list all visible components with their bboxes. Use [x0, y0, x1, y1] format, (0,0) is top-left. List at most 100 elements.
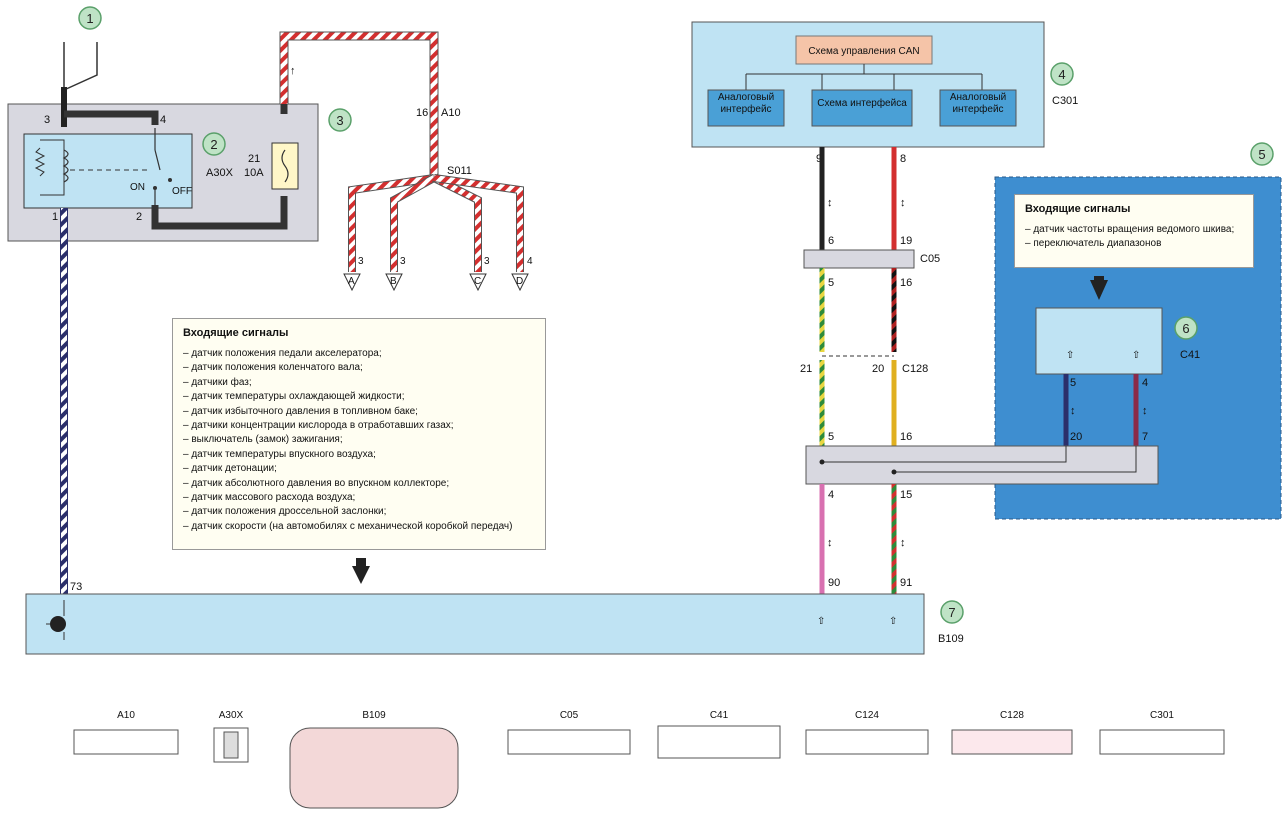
- splice-connector: A10: [441, 107, 461, 119]
- arrow-updown-left-2: ↕: [827, 537, 833, 549]
- junction-pin-15: 15: [900, 489, 912, 501]
- arrow-updown-left-1: ↕: [827, 197, 833, 209]
- c05-pin-6: 6: [828, 235, 834, 247]
- c05-pin-16: 16: [900, 277, 912, 289]
- signal-item: – датчик температуры охлаждающей жидкост…: [183, 391, 405, 403]
- tcm-pin-5: 5: [1070, 377, 1076, 389]
- branch-c: C: [474, 276, 481, 287]
- svg-text:3: 3: [336, 113, 343, 128]
- relay-a30x: 3 4 1 2 ON OFF A30X: [7, 42, 319, 242]
- callout-2: 2: [202, 132, 226, 156]
- c05-pin-5: 5: [828, 277, 834, 289]
- branch-c-pin: 3: [484, 256, 490, 267]
- connector-c05: [803, 249, 915, 269]
- ecu-sensor-icon-2: ⇧: [889, 616, 897, 627]
- splice-connector-pin: 16: [416, 107, 428, 119]
- signal-item: – датчик избыточного давления в топливно…: [183, 405, 418, 417]
- relay-pin-1: 1: [52, 211, 58, 223]
- junction-pin-16: 16: [900, 431, 912, 443]
- fuse: 21 10A: [244, 142, 299, 190]
- can-center-label: Схема интерфейса: [817, 98, 907, 109]
- signal-item: – датчик детонации;: [183, 463, 277, 475]
- relay-name: A30X: [206, 167, 234, 179]
- tcm-sensor-icon-right: ⇧: [1132, 350, 1140, 361]
- c05-name: C05: [920, 253, 940, 265]
- arrow-updown-tcm-2: ↕: [1142, 405, 1148, 417]
- branch-b: B: [390, 276, 397, 287]
- callout-3: 3: [328, 108, 352, 132]
- junction-pin-20: 20: [1070, 431, 1082, 443]
- ecu-name: B109: [938, 633, 964, 645]
- branch-d-pin: 4: [527, 256, 533, 267]
- arrow-up-glyph: ↑: [290, 65, 296, 77]
- branch-a-pin: 3: [358, 256, 364, 267]
- can-module-c301: Схема управления CAN Аналоговый интерфей…: [691, 21, 1078, 165]
- tcm-signals-title: Входящие сигналы: [1025, 203, 1131, 215]
- arrow-down-icon: [1090, 280, 1108, 300]
- can-control-label: Схема управления CAN: [808, 46, 919, 57]
- arrow-updown-right-1: ↕: [900, 197, 906, 209]
- signal-item: – датчик частоты вращения ведомого шкива…: [1025, 224, 1235, 235]
- wire-red-white: [280, 32, 438, 178]
- relay-state-off: OFF: [172, 186, 192, 197]
- c128-name: C128: [902, 363, 928, 375]
- signal-item: – датчик абсолютного давления во впускно…: [183, 477, 450, 489]
- junction-pin-4: 4: [828, 489, 834, 501]
- tcm-sensor-icon-left: ⇧: [1066, 350, 1074, 361]
- can-module-name: C301: [1052, 95, 1078, 107]
- callouts: 1 2 3 4 5 6 7: [78, 6, 1274, 624]
- can-pin-9: 9: [816, 153, 822, 165]
- arrow-updown-tcm-1: ↕: [1070, 405, 1076, 417]
- connector-label-c124: C124: [855, 710, 879, 721]
- relay-pin-4: 4: [160, 114, 166, 126]
- tcm-signal-list: – датчик частоты вращения ведомого шкива…: [1025, 223, 1243, 252]
- signal-item: – датчик положения дроссельной заслонки;: [183, 506, 387, 518]
- svg-text:6: 6: [1182, 321, 1189, 336]
- can-left-label: Аналоговый интерфейс: [717, 92, 775, 115]
- connector-label-a30x: A30X: [218, 710, 244, 721]
- signal-item: – датчики концентрации кислорода в отраб…: [183, 420, 454, 432]
- arrow-updown-right-2: ↕: [900, 537, 906, 549]
- signal-item: – датчики фаз;: [183, 376, 252, 388]
- svg-text:5: 5: [1258, 147, 1265, 162]
- svg-text:7: 7: [948, 605, 955, 620]
- branch-b-pin: 3: [400, 256, 406, 267]
- splice-name: S011: [447, 165, 472, 177]
- signal-item: – датчик положения педали акселератора;: [183, 348, 382, 359]
- splice-branches: A B C D 3 3 3 4: [343, 174, 533, 292]
- connector-label-c05: C05: [559, 710, 579, 721]
- c128-pin-20: 20: [872, 363, 884, 375]
- junction-block: 5 16 4 15: [805, 431, 1159, 501]
- fuse-number: 21: [248, 153, 260, 165]
- ecu-signals-box: Входящие сигналы – датчик положения педа…: [172, 318, 546, 550]
- tcm-name: C41: [1180, 349, 1200, 361]
- signal-item: – переключатель диапазонов: [1025, 238, 1162, 250]
- fuse-rating: 10A: [244, 167, 264, 179]
- signal-item: – датчик скорости (на автомобилях с меха…: [183, 520, 513, 532]
- callout-4: 4: [1050, 62, 1074, 86]
- tcm-pin-4: 4: [1142, 377, 1148, 389]
- relay-state-on: ON: [130, 182, 145, 193]
- junction-pin-7: 7: [1142, 431, 1148, 443]
- branch-a: A: [348, 276, 355, 287]
- ecu-pin-91: 91: [900, 577, 912, 589]
- connector-faces: [73, 725, 1225, 809]
- callout-6: 6: [1174, 316, 1198, 340]
- c128-pin-21: 21: [800, 363, 812, 375]
- signal-item: – датчик массового расхода воздуха;: [183, 492, 356, 504]
- relay-pin-3: 3: [44, 114, 50, 126]
- ecu-pin-73: 73: [70, 581, 82, 593]
- signal-item: – датчик положения коленчатого вала;: [183, 362, 363, 374]
- connector-label-a10: A10: [117, 710, 135, 721]
- connector-label-b109: B109: [362, 710, 386, 721]
- svg-text:4: 4: [1058, 67, 1065, 82]
- svg-text:2: 2: [210, 137, 217, 152]
- arrow-down-icon: [352, 566, 370, 584]
- connector-label-c301: C301: [1150, 710, 1174, 721]
- ecu-signal-list: – датчик положения педали акселератора; –…: [183, 347, 535, 534]
- callout-1: 1: [78, 6, 102, 30]
- ecu-pin-90: 90: [828, 577, 840, 589]
- callout-7: 7: [940, 600, 964, 624]
- connector-label-c128: C128: [1000, 710, 1024, 721]
- relay-pin-2: 2: [136, 211, 142, 223]
